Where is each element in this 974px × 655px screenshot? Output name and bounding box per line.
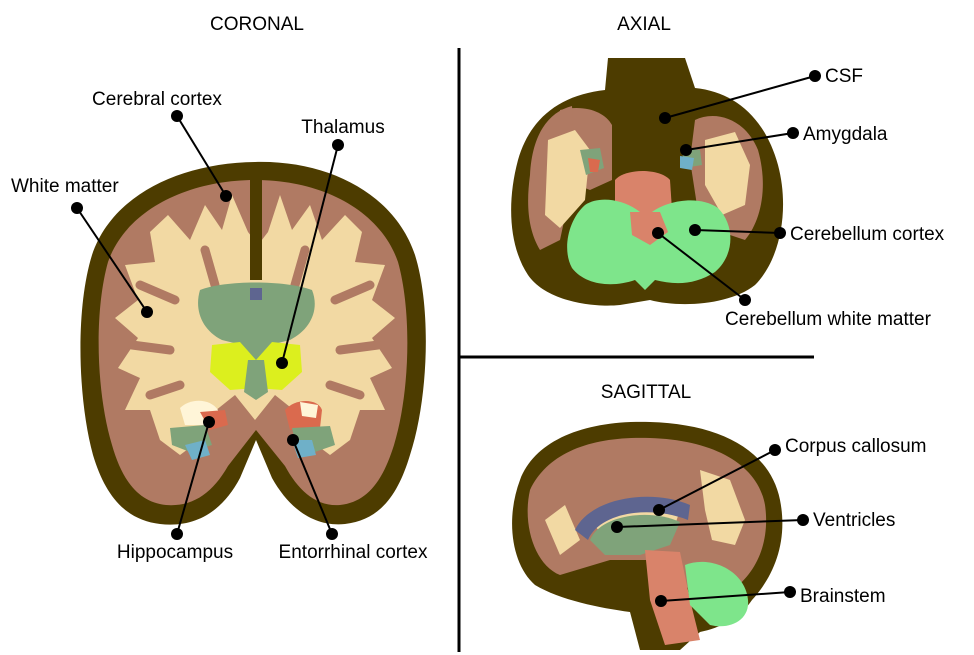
dot-hippocampus-end <box>171 528 183 540</box>
coronal-slice <box>80 162 425 525</box>
dot-entorrhinal-start <box>287 434 299 446</box>
dot-thalamus-end <box>276 357 288 369</box>
axial-slice <box>511 58 783 306</box>
coronal-title: CORONAL <box>210 14 304 35</box>
dot-thalamus-start <box>332 139 344 151</box>
dot-ventricles-target <box>611 521 623 533</box>
dot-amygdala-label <box>787 127 799 139</box>
label-cerebral-cortex: Cerebral cortex <box>92 89 222 110</box>
axial-title: AXIAL <box>617 14 671 35</box>
axial-amygdala-right-blue <box>680 156 694 170</box>
dot-hippocampus-start <box>203 416 215 428</box>
sagittal-title: SAGITTAL <box>601 382 691 403</box>
label-csf: CSF <box>825 66 863 87</box>
sagittal-slice <box>512 422 782 650</box>
coronal-third-ventricle <box>244 360 268 400</box>
label-amygdala: Amygdala <box>803 124 888 145</box>
label-ventricles: Ventricles <box>813 510 895 531</box>
dot-cerebellum-wm-label <box>739 294 751 306</box>
dot-brainstem-label <box>784 586 796 598</box>
label-hippocampus: Hippocampus <box>117 542 233 563</box>
label-thalamus: Thalamus <box>301 117 384 138</box>
dot-cerebral-cortex-start <box>171 110 183 122</box>
dot-cerebellum-cortex-target <box>689 224 701 236</box>
dot-ventricles-label <box>797 514 809 526</box>
dot-cerebellum-cortex-label <box>774 227 786 239</box>
label-cerebellum-white-matter: Cerebellum white matter <box>725 309 932 330</box>
dot-csf-label <box>809 70 821 82</box>
dot-brainstem-target <box>655 595 667 607</box>
coronal-fissure <box>250 168 262 280</box>
label-brainstem: Brainstem <box>800 586 886 607</box>
coronal-ventricle <box>250 288 262 300</box>
dot-corpus-callosum-target <box>653 504 665 516</box>
label-white-matter: White matter <box>11 176 119 197</box>
dot-corpus-callosum-label <box>769 444 781 456</box>
label-corpus-callosum: Corpus callosum <box>785 436 927 457</box>
dot-cerebellum-wm-target <box>652 227 664 239</box>
dot-white-matter-end <box>141 306 153 318</box>
dot-white-matter-start <box>71 202 83 214</box>
dot-csf-target <box>659 112 671 124</box>
axial-amygdala-left-red <box>588 158 600 172</box>
dot-amygdala-target <box>680 144 692 156</box>
dot-entorrhinal-end <box>326 528 338 540</box>
label-cerebellum-cortex: Cerebellum cortex <box>790 224 945 245</box>
label-entorrhinal-cortex: Entorrhinal cortex <box>279 542 428 563</box>
dot-cerebral-cortex-end <box>220 190 232 202</box>
